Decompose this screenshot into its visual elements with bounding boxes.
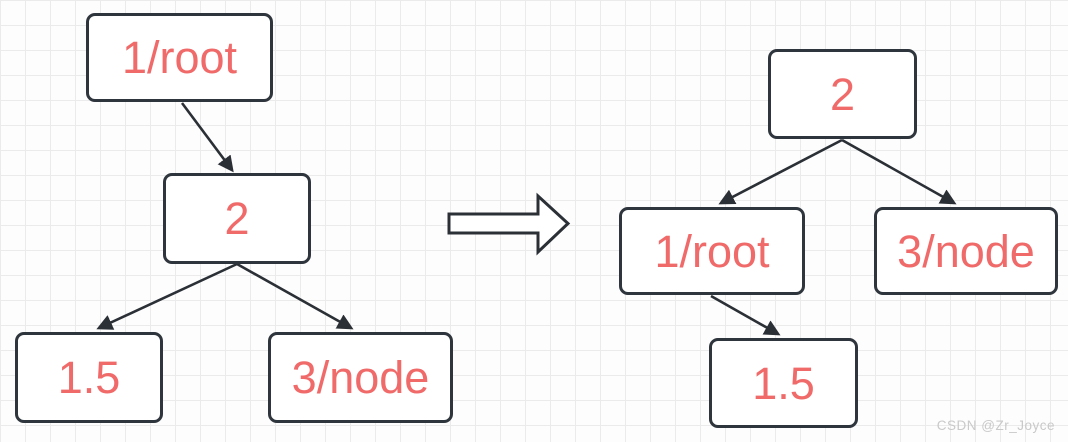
tree-node-left-mid: 2 [163, 173, 311, 264]
tree-node-label: 2 [829, 68, 856, 120]
tree-node-right-child-right: 3/node [874, 207, 1058, 295]
edge-right-child-left-to-leaf [710, 294, 781, 336]
watermark: CSDN @Zr_Joyce [936, 418, 1055, 433]
tree-node-label: 3/node [291, 352, 430, 403]
tree-node-label: 1.5 [752, 357, 815, 409]
edge-left-root-to-mid [180, 102, 234, 173]
tree-node-right-child-left: 1/root [619, 207, 805, 295]
tree-node-label: 1.5 [57, 352, 121, 403]
edge-right-root-to-child-left [718, 138, 843, 205]
tree-node-left-leaf-right: 3/node [268, 332, 453, 423]
tree-node-label: 1/root [654, 225, 770, 277]
edge-left-mid-to-leaf-right [236, 262, 354, 330]
edge-right-root-to-child-right [841, 138, 957, 205]
edge-left-mid-to-leaf-left [96, 262, 238, 330]
tree-node-label: 1/root [121, 32, 238, 83]
tree-node-right-root: 2 [768, 49, 917, 139]
tree-node-label: 2 [224, 193, 250, 244]
tree-node-right-leaf: 1.5 [709, 338, 858, 428]
tree-node-left-leaf-left: 1.5 [15, 332, 163, 423]
transform-block-arrow-icon [447, 192, 571, 256]
tree-node-label: 3/node [897, 225, 1035, 277]
tree-node-left-root: 1/root [86, 13, 273, 102]
